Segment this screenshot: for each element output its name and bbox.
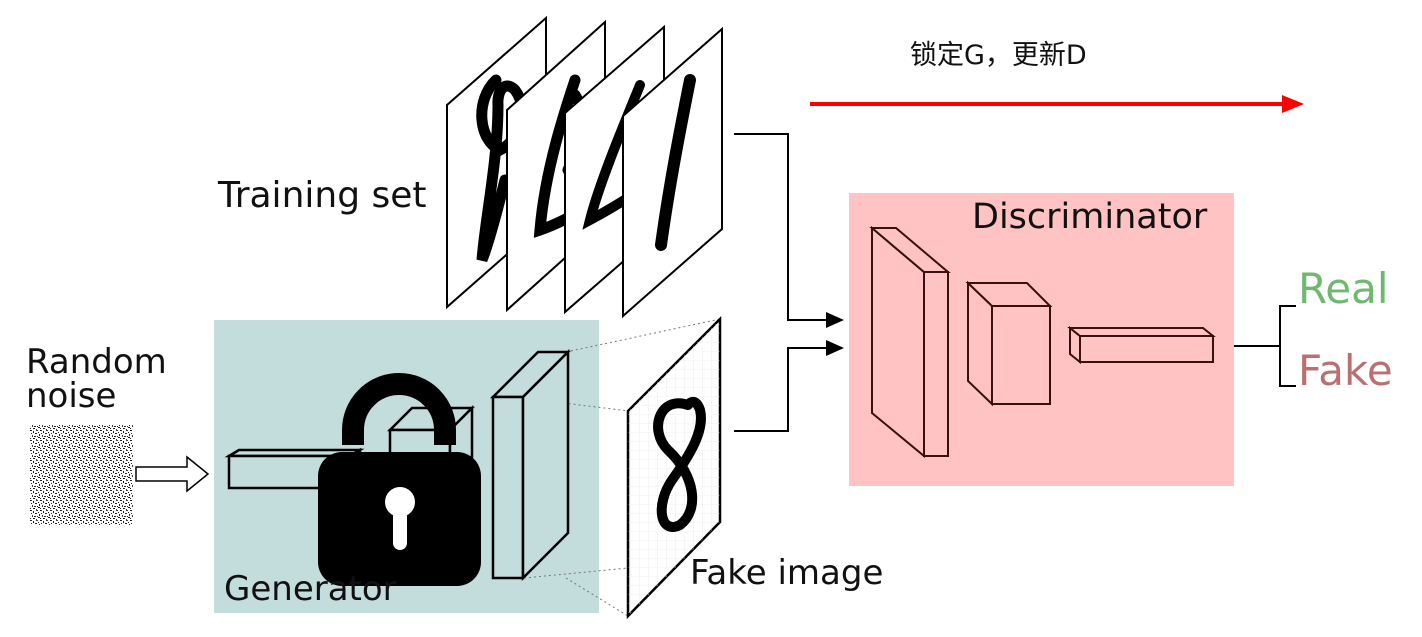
training-card-4 [622, 26, 723, 319]
fake-image-card [626, 315, 722, 620]
disc-layer-2 [965, 280, 1053, 407]
fake-image-label: Fake image [690, 553, 884, 593]
training-to-disc-arrow [734, 133, 844, 328]
hollow-right-arrow-icon [135, 455, 210, 493]
output-connector [1234, 305, 1296, 387]
random-noise-label-line1: Random [26, 342, 167, 382]
annotation-text: 锁定G，更新D [910, 40, 1087, 71]
unlocked-padlock-icon [318, 373, 481, 586]
real-output-label: Real [1298, 264, 1389, 313]
training-set-images [446, 15, 723, 319]
training-set-label: Training set [218, 175, 427, 216]
random-noise-label-line2: noise [26, 376, 117, 416]
discriminator-label: Discriminator [972, 197, 1208, 237]
random-noise-label: Random noise [26, 345, 167, 413]
discriminator-layers [869, 225, 1216, 459]
generator-label: Generator [224, 569, 397, 609]
disc-layer-1 [869, 225, 951, 459]
fake-output-label: Fake [1298, 346, 1393, 395]
disc-layer-3 [1067, 325, 1216, 365]
random-noise-image [30, 425, 133, 525]
generator-projection-lines [523, 318, 721, 617]
fake-to-disc-arrow [734, 340, 844, 432]
gen-layer-3 [489, 348, 572, 582]
update-direction-arrow [810, 95, 1304, 113]
